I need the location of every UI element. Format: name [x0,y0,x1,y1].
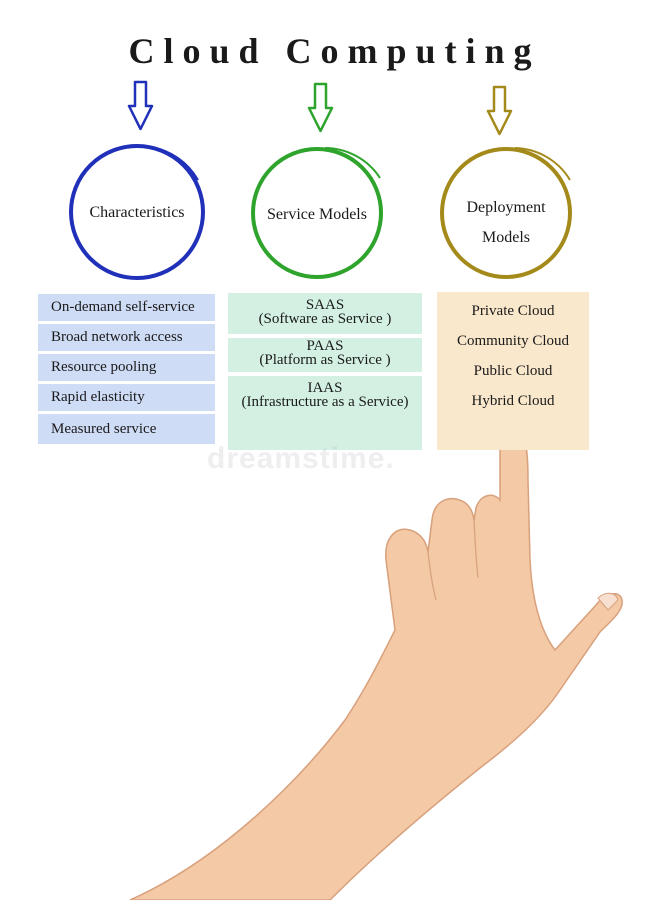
list-item: On-demand self-service [38,294,215,321]
divider [228,334,422,338]
gold-circle [440,147,572,279]
service-name: IAAS [307,380,343,396]
list-item: Rapid elasticity [38,384,215,411]
service-name: SAAS [305,297,345,313]
page-title: Cloud Computing [128,31,541,71]
divider [228,372,422,376]
category-service-models: Service Models [267,206,367,223]
service-desc: (Software as Service ) [258,311,392,327]
blue-circle [69,144,205,280]
list-item: Community Cloud [456,333,570,349]
category-deployment-models: Deployment Models [466,199,546,246]
blue-down-arrow-icon [127,80,154,131]
list-item: Resource pooling [38,354,215,381]
category-characteristics: Characteristics [89,204,185,221]
pointing-hand-image [129,428,623,900]
service-name: PAAS [306,338,344,354]
green-circle [251,147,383,279]
service-desc: (Platform as Service ) [259,352,391,368]
deployment-models-list: Private Cloud Community Cloud Public Clo… [437,292,589,450]
characteristics-list: On-demand self-service Broad network acc… [38,294,215,452]
watermark: dreamstime. [207,442,395,475]
gold-down-arrow-icon [486,85,513,136]
list-item: Hybrid Cloud [471,393,555,409]
list-item: Measured service [38,414,215,444]
service-models-list: SAAS (Software as Service ) PAAS (Platfo… [228,293,422,450]
list-item: Private Cloud [471,303,555,319]
list-item: Broad network access [38,324,215,351]
list-item: Public Cloud [473,363,553,379]
service-desc: (Infrastructure as a Service) [241,394,409,410]
green-down-arrow-icon [307,82,334,133]
